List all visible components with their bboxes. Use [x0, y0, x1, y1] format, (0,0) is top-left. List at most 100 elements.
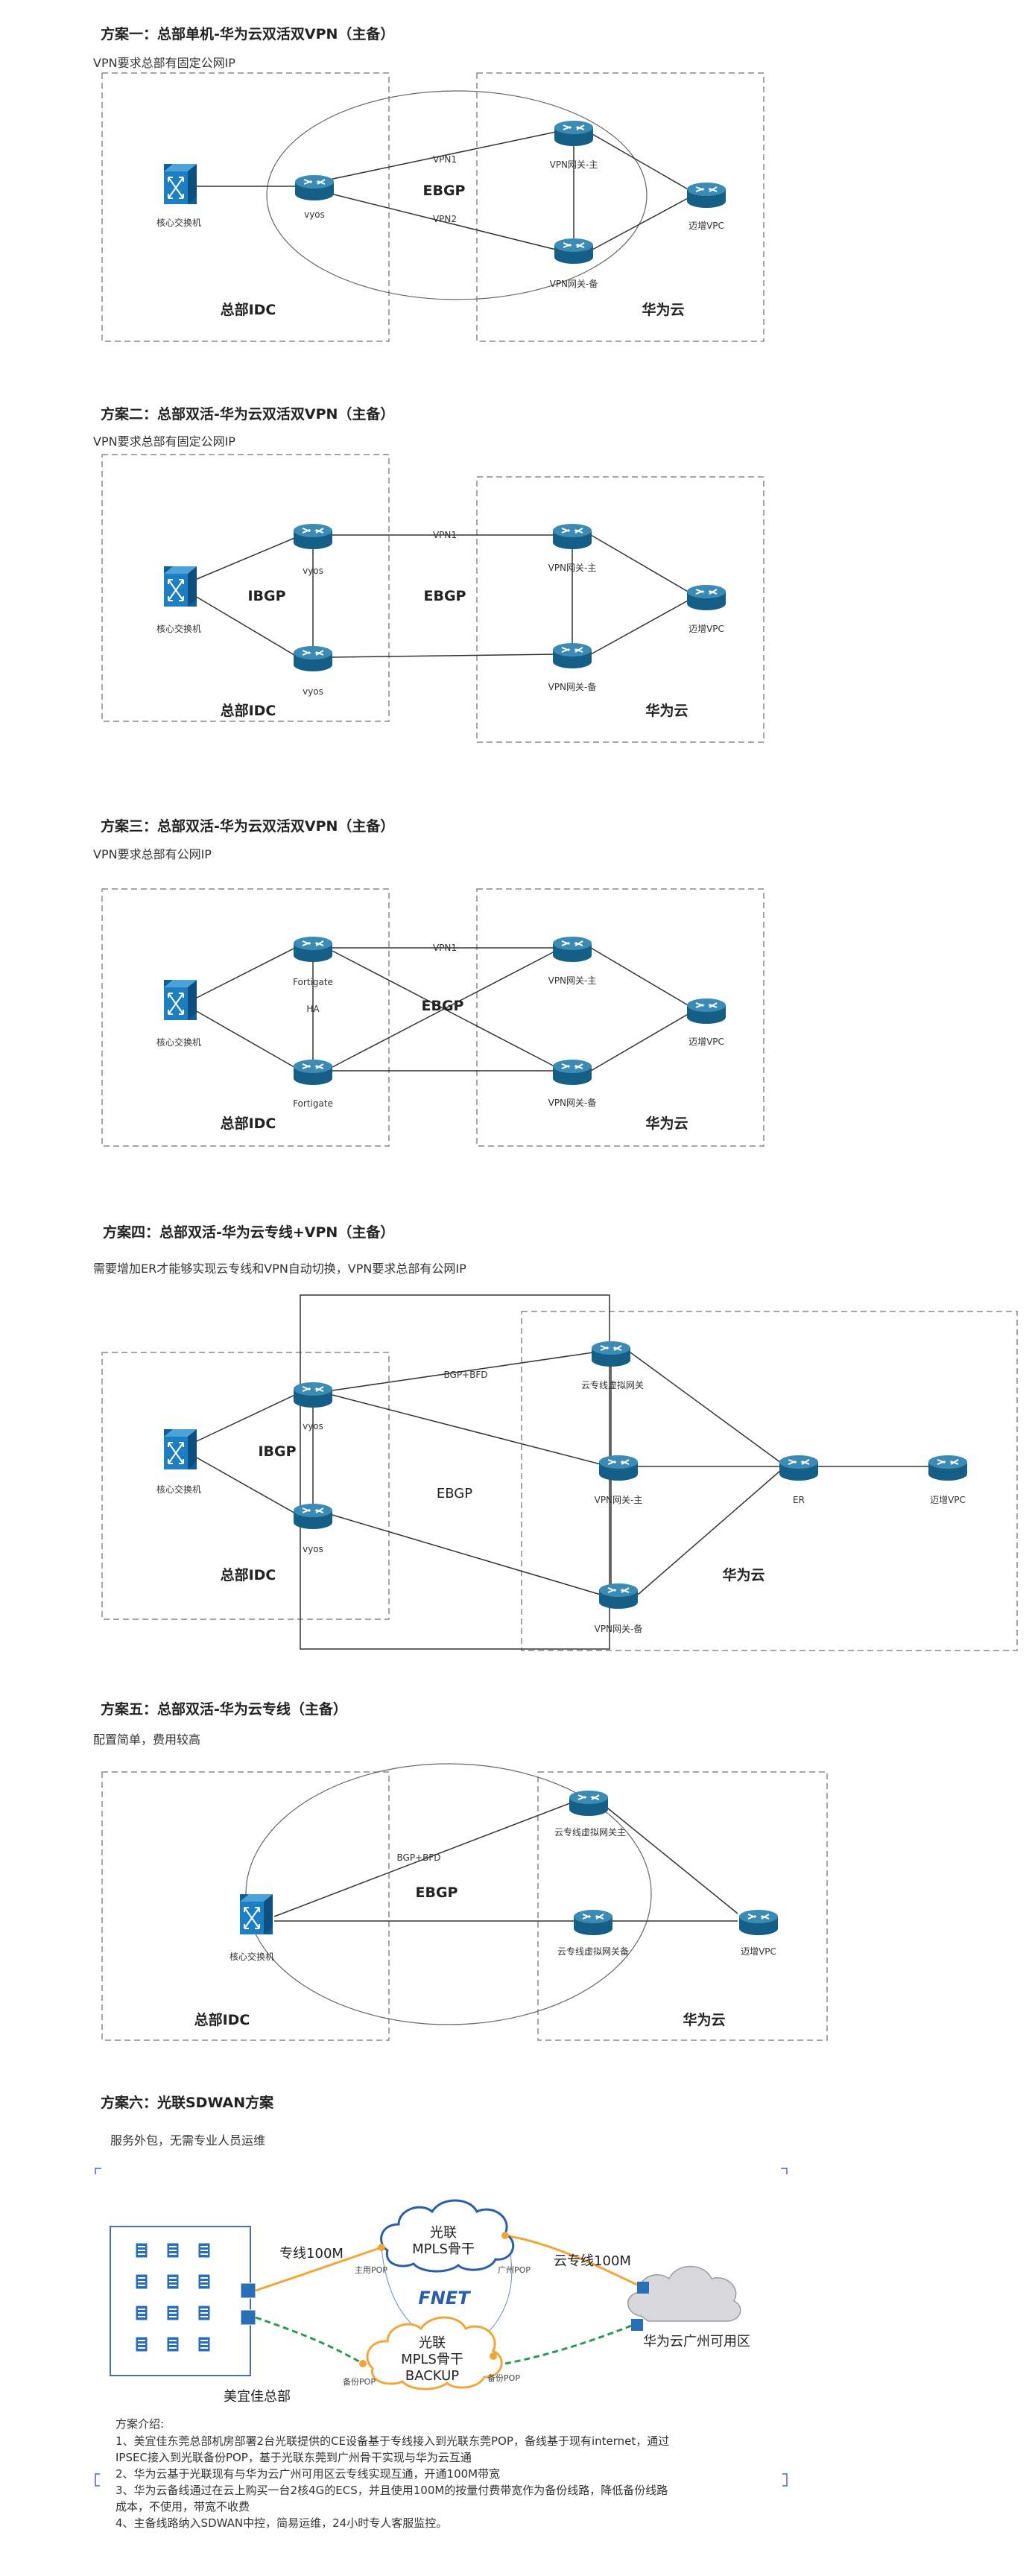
scheme-5: 方案五：总部双活-华为云专线（主备） 配置简单，费用较高 核心交换机 BGP+B… — [93, 1700, 828, 2041]
backup-line-right — [504, 2322, 638, 2365]
vyos-2-label: vyos — [303, 686, 323, 697]
fortigate-2-label: Fortigate — [293, 1098, 333, 1109]
ha-label: HA — [306, 1004, 320, 1014]
direct-connect-gateway-icon — [591, 1341, 631, 1367]
direct-connect-gateway-backup-label: 云专线虚拟网关备 — [557, 1946, 629, 1957]
vpc-router-icon — [686, 182, 726, 209]
primary-line-right — [504, 2234, 644, 2289]
link-core-fg2 — [194, 1010, 299, 1070]
mpls-bottom-label-1: 光联 — [419, 2335, 446, 2351]
vpc-router-icon — [738, 1909, 779, 1936]
vyos-router-1-icon — [293, 1382, 333, 1408]
ibgp-label: IBGP — [247, 588, 285, 604]
link-gw-backup-vpc — [592, 197, 690, 250]
vpn1-label: VPN1 — [433, 943, 457, 953]
vpc-router-icon — [686, 998, 726, 1025]
vyos-label: vyos — [304, 209, 325, 220]
ce-device-1-icon — [240, 2282, 256, 2299]
vyos-router-2-icon — [293, 645, 333, 672]
core-switch-icon — [163, 163, 197, 205]
description-line-1a: 1、美宜佳东莞总部机房部署2台光联提供的CE设备基于专线接入到光联东莞POP，备… — [115, 2434, 669, 2448]
pop-main-left-label: 主用POP — [355, 2265, 387, 2275]
er-label: ER — [793, 1495, 805, 1505]
backup-line-left — [255, 2316, 364, 2365]
ce-device-2-icon — [240, 2309, 256, 2326]
core-switch-icon — [239, 1893, 273, 1935]
pop-main-right-dot — [501, 2232, 509, 2239]
scheme-3-requirement: VPN要求总部有公网IP — [93, 847, 212, 861]
scheme-2: 方案二：总部双活-华为云双活双VPN（主备） VPN要求总部有固定公网IP 核心… — [93, 405, 764, 743]
huawei-cloud-zone — [476, 476, 764, 743]
fortigate-2-icon — [293, 1059, 333, 1086]
vpc-label: 迈增VPC — [741, 1946, 776, 1957]
huawei-cloud-zone — [476, 72, 764, 342]
vpn1-label: VPN1 — [433, 530, 457, 540]
mpls-top-label-2: MPLS骨干 — [412, 2241, 475, 2257]
description-line-3b: 成本，不使用，带宽不收费 — [115, 2500, 250, 2513]
scheme-4-requirement: 需要增加ER才能够实现云专线和VPN自动切换，VPN要求总部有公网IP — [93, 1262, 466, 1276]
vpn-gateway-main-icon — [598, 1455, 639, 1481]
huawei-cloud-label: 华为云 — [642, 301, 684, 318]
description-line-1b: IPSEC接入到光联备份POP，基于光联东莞到广州骨干实现与华为云互通 — [115, 2451, 472, 2464]
er-router-icon — [779, 1455, 819, 1481]
fnet-logo: FNET — [418, 2288, 471, 2308]
scheme-1: 方案一：总部单机-华为云双活双VPN（主备） VPN要求总部有固定公网IP 核心… — [93, 25, 764, 342]
core-switch-label: 核心交换机 — [156, 1037, 201, 1048]
vpc-label: 迈增VPC — [688, 221, 724, 231]
link-gw-main-vpc — [592, 133, 690, 191]
direct-line-loop — [300, 1294, 610, 1650]
primary-line-left — [255, 2246, 382, 2292]
scheme-2-requirement: VPN要求总部有固定公网IP — [93, 434, 235, 449]
ibgp-label: IBGP — [258, 1443, 296, 1460]
mpls-top-label-1: 光联 — [430, 2225, 457, 2241]
ebgp-ellipse — [266, 90, 648, 300]
vpn-gateway-backup-icon — [552, 642, 592, 669]
link-vyos1-dc-gateway — [332, 1352, 594, 1391]
vpc-router-icon — [686, 584, 726, 611]
ebgp-label: EBGP — [437, 1486, 472, 1501]
vpn-gateway-backup-label: VPN网关-备 — [548, 1098, 597, 1108]
direct-connect-gateway-main-label: 云专线虚拟网关主 — [554, 1826, 626, 1838]
scheme-2-title: 方案二：总部双活-华为云双活双VPN（主备） — [101, 405, 394, 423]
mpls-bottom-label-3: BACKUP — [405, 2368, 459, 2384]
link-vyos1-gw-main — [332, 1394, 601, 1465]
vpc-label: 迈增VPC — [930, 1495, 966, 1505]
hq-idc-label: 总部IDC — [221, 1115, 276, 1132]
link-core-vyos1 — [194, 536, 299, 580]
ebgp-label: EBGP — [424, 588, 466, 604]
huawei-cloud-label: 华为云 — [645, 702, 688, 719]
cloud-gateway-backup-icon — [631, 2319, 643, 2331]
vpn-gateway-main-icon — [554, 120, 594, 147]
huawei-cloud-label: 华为云 — [645, 1115, 688, 1132]
pop-backup-right-label: 备份POP — [487, 2373, 520, 2383]
vpn-gateway-backup-icon — [598, 1583, 639, 1610]
vyos-2-label: vyos — [303, 1544, 323, 1554]
vpn-gateway-backup-icon — [554, 238, 594, 265]
huawei-cloud-region-label: 华为云广州可用区 — [643, 2334, 750, 2349]
frame-corner-tr — [781, 2168, 788, 2174]
primary-line-right-label: 云专线100M — [554, 2253, 631, 2269]
link-dc-gw-er — [630, 1352, 782, 1463]
vpn-gateway-backup-icon — [552, 1059, 592, 1086]
hq-idc-zone — [101, 454, 390, 722]
scheme-3-title: 方案三：总部双活-华为云双活双VPN（主备） — [101, 817, 394, 835]
hq-idc-zone — [101, 1352, 390, 1620]
description-line-4: 4、主备线路纳入SDWAN中控，简易运维，24小时专人客服监控。 — [115, 2516, 447, 2530]
description-title: 方案介绍: — [115, 2417, 164, 2431]
link-vpn1 — [318, 131, 557, 183]
pop-backup-left-label: 备份POP — [343, 2376, 376, 2387]
hq-idc-label: 总部IDC — [221, 702, 276, 719]
huawei-cloud-label: 华为云 — [683, 2011, 725, 2028]
link-core-dc-main — [273, 1801, 574, 1917]
link-core-vyos2 — [194, 595, 299, 658]
vyos-router-2-icon — [293, 1503, 333, 1530]
direct-connect-gateway-main-icon — [569, 1790, 609, 1817]
hq-idc-label: 总部IDC — [221, 1566, 276, 1583]
direct-connect-gateway-backup-icon — [573, 1909, 613, 1936]
scheme-5-title: 方案五：总部双活-华为云专线（主备） — [101, 1700, 347, 1718]
vpn-gateway-main-label: VPN网关-主 — [550, 159, 598, 170]
hq-idc-label: 总部IDC — [221, 301, 276, 318]
vpn-gateway-main-icon — [552, 523, 592, 550]
link-gw-backup-er — [637, 1469, 782, 1595]
vpn-gateway-main-label: VPN网关-主 — [548, 563, 597, 573]
